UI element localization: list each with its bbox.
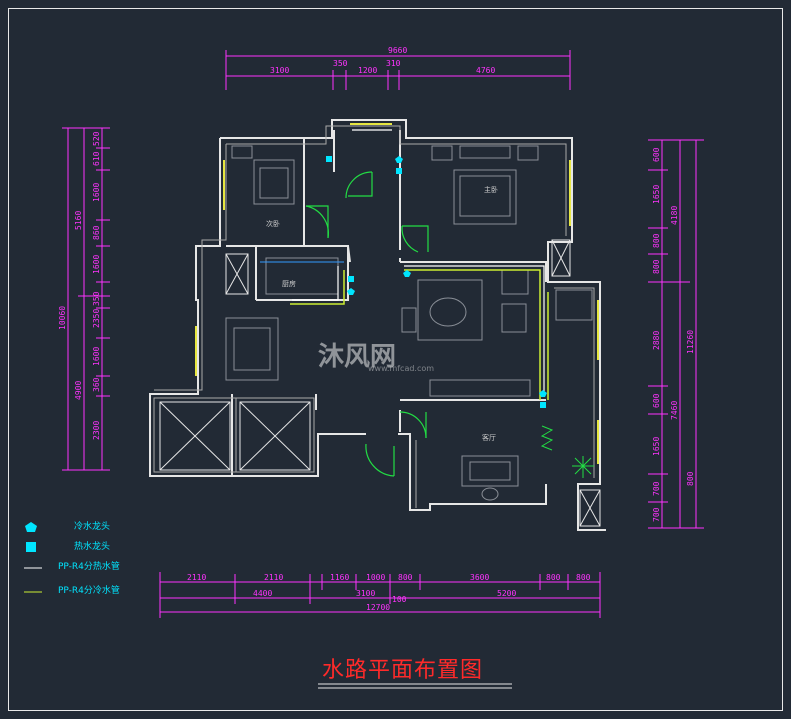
- cold-pipe-line-icon: [24, 591, 42, 593]
- top-seg-1: 3100: [270, 66, 289, 75]
- right-upper-dim: 4180: [670, 206, 679, 225]
- top-seg-4: 310: [386, 59, 401, 68]
- square-icon: [26, 542, 36, 552]
- legend-label: PP-R4分热水管: [58, 562, 120, 572]
- bottom-seg-1: 2110: [187, 573, 206, 582]
- room-master-bedroom: 主卧: [484, 185, 498, 194]
- cold-faucet-marker: [395, 156, 403, 163]
- right-seg-3: 800: [652, 233, 661, 248]
- left-seg-1: 520: [92, 131, 101, 146]
- bottom-seg-2: 2110: [264, 573, 283, 582]
- bottom-seg-4: 1000: [366, 573, 385, 582]
- left-seg-10: 2300: [92, 421, 101, 440]
- right-seg-9: 700: [652, 507, 661, 522]
- bottom-small-dim: 100: [392, 595, 407, 604]
- top-seg-3: 1200: [358, 66, 377, 75]
- hot-faucet-marker: [540, 402, 546, 408]
- right-lower-dim: 7460: [670, 401, 679, 420]
- watermark-url: www.mfcad.com: [368, 364, 435, 373]
- legend-label: 冷水龙头: [74, 522, 111, 532]
- watermark-brand: 沐风网: [318, 342, 397, 372]
- walls: [149, 119, 606, 531]
- hot-pipe-line-icon: [24, 567, 42, 569]
- right-seg-2: 1650: [652, 185, 661, 204]
- right-seg-6: 600: [652, 393, 661, 408]
- right-total-dim: 11260: [686, 330, 695, 354]
- legend-label: 热水龙头: [74, 542, 111, 552]
- room-second-bedroom: 次卧: [266, 219, 280, 228]
- room-kitchen: 厨房: [282, 279, 296, 288]
- legend-row-cold-faucet: 冷水龙头: [24, 520, 110, 534]
- legend-row-hot-faucet: 热水龙头: [24, 540, 110, 554]
- left-total-dim: 10060: [58, 306, 67, 330]
- drawing-title: 水路平面布置图: [322, 658, 484, 683]
- pentagon-icon: [25, 522, 37, 532]
- drawing-frame: [8, 8, 783, 711]
- cold-faucet-marker: [403, 270, 411, 277]
- left-lower-dim: 4900: [74, 381, 83, 400]
- bottom-mid-3: 5200: [497, 589, 516, 598]
- radiator-icon: [540, 425, 554, 451]
- left-seg-9: 360: [92, 377, 101, 392]
- right-seg-1: 600: [652, 147, 661, 162]
- left-seg-7: 2350: [92, 309, 101, 328]
- legend-row-hot-pipe: PP-R4分热水管: [24, 562, 136, 576]
- hot-water-pipes: [292, 129, 545, 396]
- hot-faucet-marker: [396, 168, 402, 174]
- bottom-seg-3: 1160: [330, 573, 349, 582]
- bottom-total-dim: 12700: [366, 603, 390, 612]
- right-seg-5: 2880: [652, 331, 661, 350]
- left-seg-3: 1600: [92, 183, 101, 202]
- wall-inner-lines: [153, 125, 595, 508]
- left-seg-8: 1600: [92, 347, 101, 366]
- hot-faucet-marker: [348, 276, 354, 282]
- bottom-seg-7: 800: [576, 573, 591, 582]
- right-seg-10: 800: [686, 471, 695, 486]
- faucet-markers: [326, 156, 547, 408]
- right-seg-4: 800: [652, 259, 661, 274]
- room-living: 客厅: [482, 433, 496, 442]
- bottom-mid-2: 3100: [356, 589, 375, 598]
- left-seg-6: 350: [92, 291, 101, 306]
- cold-faucet-marker: [347, 288, 355, 295]
- bottom-seg-6: 800: [546, 573, 561, 582]
- bottom-seg-5: 3600: [470, 573, 489, 582]
- bottom-dimensions: [159, 572, 601, 618]
- hot-faucet-marker: [326, 156, 332, 162]
- furniture: [225, 145, 593, 501]
- legend-label: PP-R4分冷水管: [58, 586, 120, 596]
- bottom-mid-1: 4400: [253, 589, 272, 598]
- windows: [195, 123, 599, 464]
- cold-water-pipes: [290, 269, 549, 400]
- left-upper-dim: 5160: [74, 211, 83, 230]
- top-seg-5: 4760: [476, 66, 495, 75]
- left-seg-4: 860: [92, 225, 101, 240]
- left-seg-5: 1600: [92, 255, 101, 274]
- left-dimensions: [62, 127, 110, 471]
- right-dimensions: [648, 139, 704, 529]
- bottom-extra-dim: 800: [398, 573, 413, 582]
- top-total-dim: 9660: [388, 46, 407, 55]
- right-seg-8: 700: [652, 481, 661, 496]
- plant-icon: [572, 456, 594, 478]
- shaft-boxes: [159, 239, 601, 527]
- doors: [305, 171, 429, 477]
- right-seg-7: 1650: [652, 437, 661, 456]
- top-dimensions: [225, 50, 571, 90]
- left-seg-2: 610: [92, 151, 101, 166]
- cold-faucet-marker: [539, 390, 547, 397]
- legend-row-cold-pipe: PP-R4分冷水管: [24, 586, 136, 600]
- top-seg-2: 350: [333, 59, 348, 68]
